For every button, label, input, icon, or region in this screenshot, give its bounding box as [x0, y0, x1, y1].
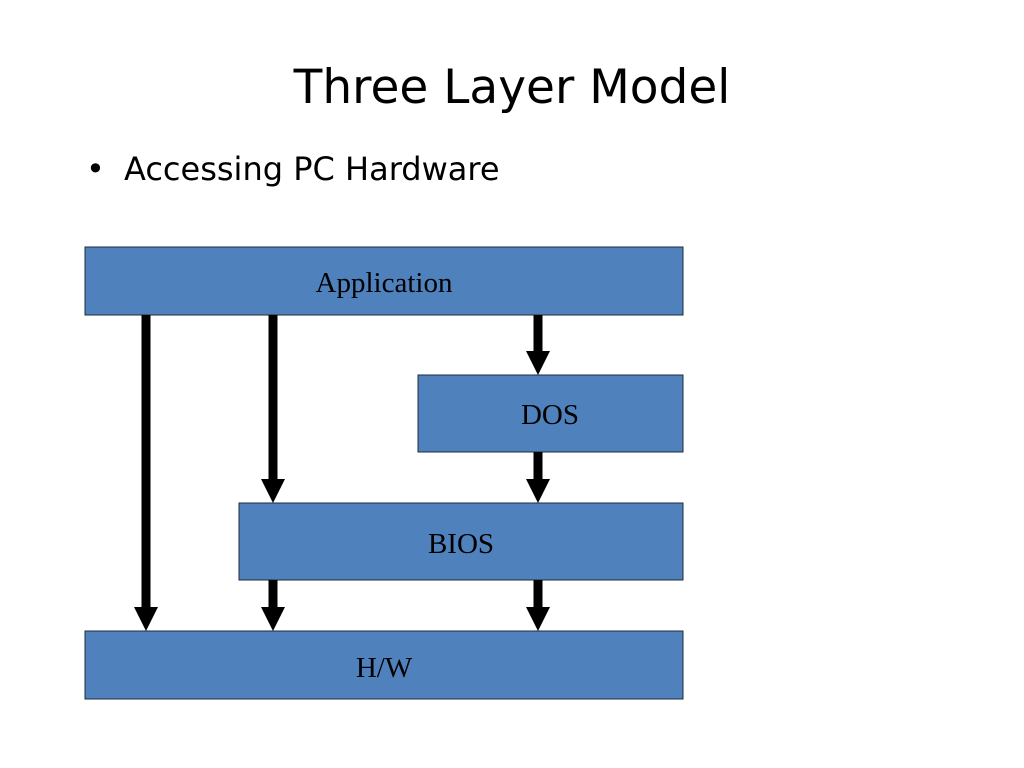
arrow-head [526, 607, 550, 631]
arrow-head [526, 479, 550, 503]
layer-bios: BIOS [238, 502, 684, 581]
layer-bios-label: BIOS [428, 528, 494, 560]
layer-dos-label: DOS [521, 399, 579, 431]
slide-title: Three Layer Model [293, 60, 731, 115]
layer-application-box [84, 246, 684, 316]
arrow-head [261, 607, 285, 631]
arrow-head [134, 607, 158, 631]
arrow-head [526, 351, 550, 375]
arrow-bios-to-hw [261, 580, 550, 631]
arrow-application-to-hw [134, 315, 158, 631]
arrow-head [261, 479, 285, 503]
layer-hw-label: H/W [356, 652, 413, 684]
layer-hw: H/W [84, 630, 684, 700]
layer-dos-box [417, 374, 684, 453]
bullet-text: Accessing PC Hardware [124, 150, 500, 188]
bullet-item: • Accessing PC Hardware [86, 150, 500, 188]
layer-application-label: Application [316, 267, 453, 299]
layer-dos: DOS [417, 374, 684, 453]
layer-hw-box [84, 630, 684, 700]
bullet-marker: • [86, 150, 105, 188]
arrow-application-to-bios [261, 315, 285, 503]
layer-application: Application [84, 246, 684, 316]
layer-bios-box [238, 502, 684, 581]
arrow-dos-to-bios [526, 452, 550, 503]
arrow-application-to-dos [526, 315, 550, 375]
